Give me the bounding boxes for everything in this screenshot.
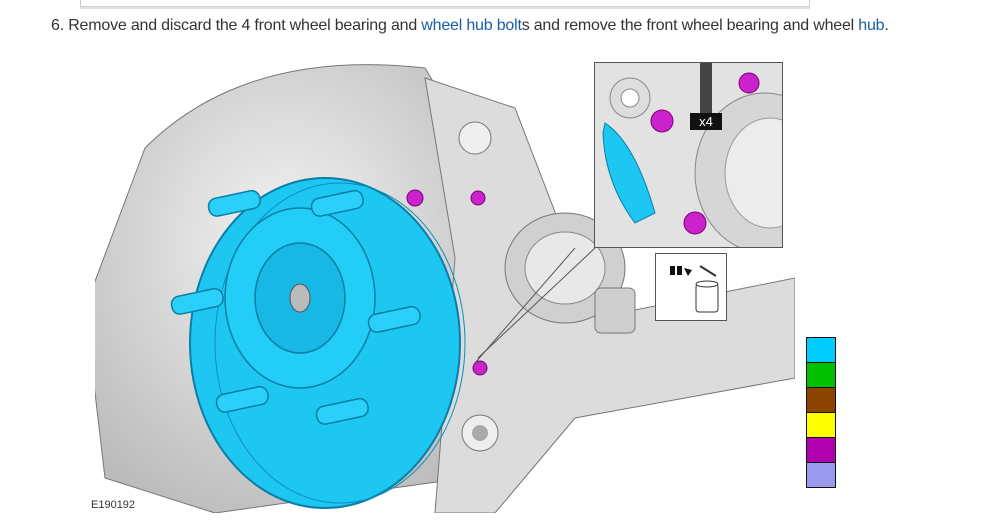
legend-swatch-brown	[806, 387, 836, 413]
wheel-hub-illustration	[95, 64, 795, 513]
color-legend	[806, 337, 836, 488]
quantity-callout: x4	[690, 113, 722, 130]
legend-swatch-purple	[806, 437, 836, 463]
legend-swatch-cyan	[806, 337, 836, 363]
step-number: 6.	[51, 17, 64, 34]
legend-swatch-yellow	[806, 412, 836, 438]
detail-inset	[594, 62, 783, 248]
hub-link[interactable]: hub	[858, 17, 885, 34]
figure-id: E190192	[91, 499, 136, 511]
wheel-hub-bolt-link[interactable]: wheel hub bolt	[421, 17, 522, 34]
previous-step-box	[80, 0, 810, 7]
step-instruction: 6. Remove and discard the 4 front wheel …	[51, 17, 889, 34]
legend-swatch-green	[806, 362, 836, 388]
discard-icon	[655, 253, 727, 321]
legend-swatch-lavender	[806, 462, 836, 488]
